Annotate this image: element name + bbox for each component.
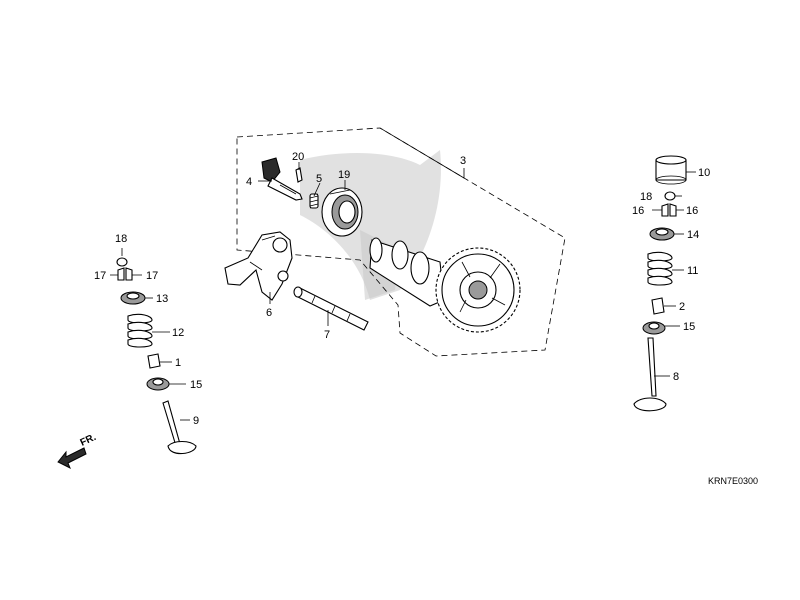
retainer-part-13 (120, 291, 146, 305)
valve-spring-part-12 (127, 313, 153, 348)
callout-2: 2 (679, 301, 685, 313)
cotter-part-16-right (661, 203, 677, 217)
callout-11: 11 (687, 265, 698, 277)
callout-3: 3 (460, 155, 466, 167)
callout-16-right-a: 16 (632, 205, 644, 217)
exhaust-valve-part-9 (162, 400, 197, 455)
bearing-part-19 (321, 187, 363, 237)
spring-seat-part-15-right (642, 321, 666, 335)
rocker-arm-part-4 (261, 157, 303, 201)
valve-spring-part-11 (647, 251, 673, 286)
stem-seal-part-2 (651, 297, 665, 315)
cotter-part-18-left (116, 257, 128, 267)
intake-valve-part-8 (633, 337, 667, 412)
callout-9: 9 (193, 415, 199, 427)
assembly-boundary (236, 127, 566, 357)
callout-4: 4 (246, 176, 252, 188)
cotter-part-17-left (117, 267, 133, 281)
diagram-code: KRN7E0300 (708, 476, 758, 486)
callout-13: 13 (156, 293, 168, 305)
callout-14: 14 (687, 229, 699, 241)
camshaft-part-3 (369, 237, 521, 333)
leader-lines (110, 127, 696, 421)
callout-18-left: 18 (115, 233, 127, 245)
retainer-part-14 (649, 227, 675, 241)
callout-7: 7 (324, 329, 330, 341)
callout-15-right: 15 (683, 321, 695, 333)
valve-lifter-part-10 (655, 155, 687, 185)
callout-10: 10 (698, 167, 710, 179)
callout-16-right-b: 16 (686, 205, 698, 217)
callout-19: 19 (338, 169, 350, 181)
callout-8: 8 (673, 371, 679, 383)
callout-labels: 4 20 5 19 3 6 7 18 17 17 13 12 1 15 9 10… (94, 151, 710, 427)
callout-18-right: 18 (640, 191, 652, 203)
callout-15-left: 15 (190, 379, 202, 391)
callout-5: 5 (316, 173, 322, 185)
callout-17-left-a: 17 (94, 270, 106, 282)
left-valve-stack (116, 257, 197, 455)
spring-part-5 (309, 193, 319, 209)
callout-12: 12 (172, 327, 184, 339)
rocker-arm-part-6 (224, 231, 293, 301)
spring-seat-part-15-left (146, 377, 170, 391)
callout-1: 1 (175, 357, 181, 369)
front-arrow-label: FR. (79, 432, 98, 449)
front-direction-arrow: FR. (57, 432, 98, 470)
callout-17-left-b: 17 (146, 270, 158, 282)
callout-6: 6 (266, 307, 272, 319)
rocker-shaft-part-7 (293, 286, 369, 331)
right-valve-stack (633, 155, 687, 412)
stem-seal-part-1 (147, 353, 161, 369)
shim-part-18-right (664, 191, 676, 201)
callout-20: 20 (292, 151, 304, 163)
